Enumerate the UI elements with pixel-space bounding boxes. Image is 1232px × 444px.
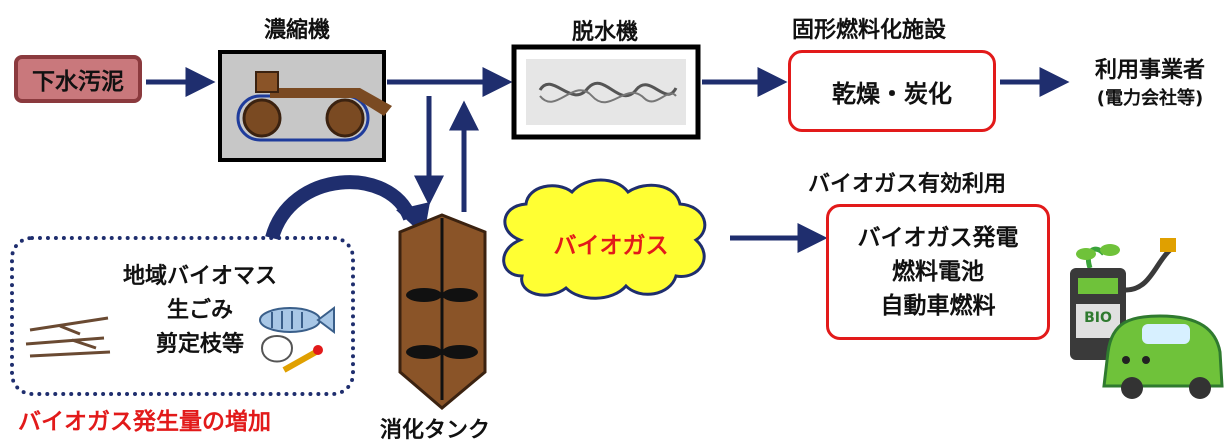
- users-label: 利用事業者: [1094, 58, 1205, 83]
- biogas-power-label: バイオガス発電: [857, 225, 1019, 251]
- users-sublabel: (電力会社等): [1096, 88, 1204, 109]
- local-biomass-box: [10, 236, 355, 396]
- bio-badge: BIO: [1084, 310, 1112, 326]
- food-waste-label: 生ごみ: [166, 298, 233, 323]
- bio-fuel-car-illustration: [1070, 238, 1224, 399]
- thickener-label: 濃縮機: [264, 18, 331, 43]
- thickener-machine: [218, 50, 392, 162]
- digester-label: 消化タンク: [380, 418, 491, 443]
- sewage-sludge-label: 下水汚泥: [32, 69, 124, 95]
- biogas-increase-caption: バイオガス発生量の増加: [18, 409, 271, 435]
- fuel-cell-label: 燃料電池: [892, 259, 984, 285]
- food-waste-illustration: [259, 306, 335, 373]
- arrow-biomass-to-digester: [265, 175, 417, 241]
- pruned-branches-label: 剪定枝等: [155, 332, 244, 357]
- twigs-illustration: [25, 316, 111, 358]
- biogas-cloud-label: バイオガス: [553, 233, 669, 259]
- local-biomass-label: 地域バイオマス: [122, 264, 277, 289]
- dry-carbonize-label: 乾燥・炭化: [832, 79, 952, 108]
- dewaterer-machine: [511, 44, 701, 140]
- digester-tank: [398, 213, 487, 410]
- sewage-sludge-box: 下水汚泥: [14, 55, 142, 103]
- dewaterer-label: 脱水機: [572, 20, 639, 45]
- biogas-use-box: バイオガス発電 燃料電池 自動車燃料: [826, 204, 1050, 340]
- fuel-facility-title: 固形燃料化施設: [792, 18, 947, 43]
- car-fuel-label: 自動車燃料: [880, 293, 996, 319]
- biogas-use-title: バイオガス有効利用: [808, 172, 1007, 197]
- biogas-cloud: [502, 178, 707, 300]
- fuel-facility-box: 乾燥・炭化: [788, 50, 996, 132]
